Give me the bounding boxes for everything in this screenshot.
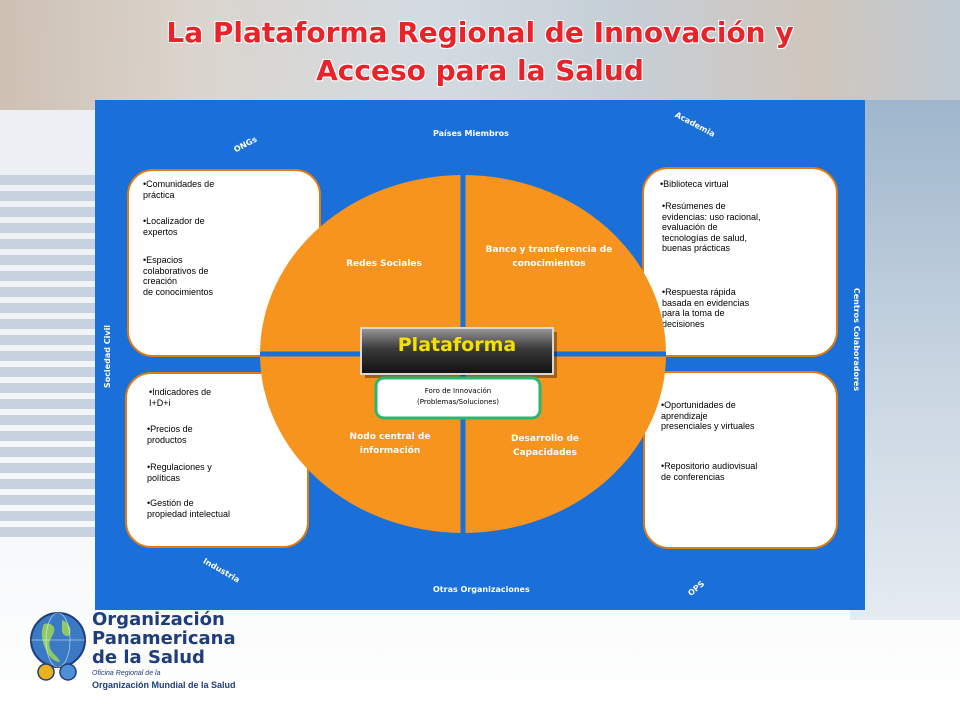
slide-title-line2: Acceso para la Salud [316, 54, 644, 87]
list-item: •Oportunidades de aprendizaje presencial… [661, 400, 755, 431]
forum-line1: Foro de Innovación [425, 387, 491, 395]
diagram-panel: Países Miembros Otras Organizaciones ONG… [95, 100, 865, 610]
list-item: •Gestión de propiedad intelectual [147, 498, 231, 519]
logo-line1: Organización [92, 609, 225, 630]
quadrant-nodo-line2: información [360, 445, 421, 456]
platform-label: Plataforma [398, 334, 516, 356]
box-bottom-left: •Indicadores de I+D+i •Precios de produc… [125, 372, 309, 548]
label-paises-miembros: Países Miembros [433, 129, 509, 138]
list-item: •Repositorio audiovisual de conferencias [661, 461, 758, 482]
slide-title-line1: La Plataforma Regional de Innovación y [166, 16, 794, 49]
platform-banner [360, 327, 554, 375]
label-otras-organizaciones: Otras Organizaciones [433, 585, 530, 594]
logo-line3: de la Salud [92, 647, 205, 668]
background-photo-strip [0, 0, 960, 110]
globe-icon [30, 612, 86, 681]
quadrant-nodo-line1: Nodo central de [350, 432, 431, 442]
list-item: •Localizador de expertos [143, 216, 205, 237]
list-item: •Resúmenes de evidencias: uso racional, … [662, 201, 761, 253]
slide-title: La Plataforma Regional de Innovación y A… [0, 14, 960, 90]
list-item: •Regulaciones y políticas [147, 462, 212, 483]
forum-box [374, 376, 542, 420]
box-bottom-right: •Oportunidades de aprendizaje presencial… [643, 371, 838, 549]
box-top-right: •Biblioteca virtual •Resúmenes de eviden… [642, 167, 838, 357]
background-stripes [0, 175, 100, 555]
logo-sub1: Oficina Regional de la [92, 670, 161, 677]
list-item: •Comunidades de práctica [143, 179, 215, 200]
quadrant-banco-line1: Banco y transferencia de [486, 245, 613, 255]
quadrant-desarrollo-line2: Capacidades [513, 448, 577, 458]
list-item: •Respuesta rápida basada en evidencias p… [662, 287, 750, 329]
forum-line2: (Problemas/Soluciones) [417, 398, 499, 406]
list-item: •Precios de productos [147, 424, 193, 445]
list-item: •Biblioteca virtual [660, 179, 729, 189]
quadrant-desarrollo-line1: Desarrollo de [511, 434, 579, 444]
quadrant-redes-sociales: Redes Sociales [346, 259, 422, 269]
quadrant-banco-line2: conocimientos [512, 259, 585, 269]
logo-line2: Panamericana [92, 628, 236, 649]
central-circle: Redes Sociales Banco y transferencia de … [260, 175, 666, 533]
background-map-strip [850, 100, 960, 620]
logo-sub2: Organización Mundial de la Salud [92, 680, 236, 690]
list-item: •Indicadores de I+D+i [149, 387, 212, 408]
list-item: •Espacios colaborativos de creación de c… [143, 255, 214, 297]
paho-logo: Organización Panamericana de la Salud Of… [28, 610, 288, 710]
